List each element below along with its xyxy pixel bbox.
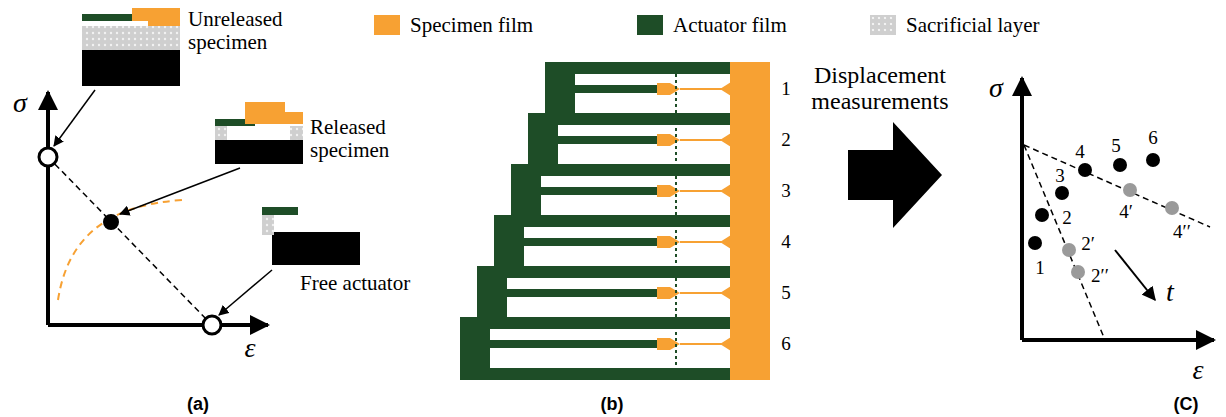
unreleased-icon <box>82 8 180 86</box>
process-label: Displacement measurements <box>795 62 965 115</box>
axis-label: ε <box>1192 355 1203 386</box>
legend-swatch <box>870 15 896 35</box>
panel-label: (a) <box>187 395 209 415</box>
comb-actuator-array <box>460 62 770 380</box>
point-label: 1 <box>1035 258 1045 279</box>
panel-c <box>1022 78 1214 340</box>
icon-caption: Released specimen <box>310 116 410 162</box>
later-points <box>1062 183 1179 279</box>
open-point <box>39 148 57 166</box>
load-line <box>1024 145 1210 227</box>
point-label: 4′′ <box>1173 222 1191 243</box>
point-label: 4′ <box>1119 202 1133 223</box>
load-line <box>48 157 212 325</box>
callout-number: 4 <box>781 232 791 253</box>
released-icon <box>215 102 303 164</box>
axis-label: σ <box>989 73 1003 104</box>
open-point <box>203 316 221 334</box>
equilibrium-point <box>103 214 119 230</box>
legend-text: Sacrificial layer <box>906 13 1040 38</box>
point-label: 3 <box>1055 166 1065 187</box>
axis-label: ε <box>244 333 255 364</box>
callout-number: 6 <box>781 334 791 355</box>
time-label: t <box>1166 277 1174 308</box>
point-label: 2′′ <box>1091 266 1109 287</box>
icon-caption: Unreleased specimen <box>188 8 300 54</box>
point-label: 4 <box>1075 142 1085 163</box>
epsilon-axis <box>1022 338 1214 342</box>
legend-text: Actuator film <box>673 13 787 38</box>
stress-strain-curve <box>58 200 182 300</box>
callout-number: 3 <box>781 181 791 202</box>
sigma-axis <box>1020 78 1024 340</box>
axis-label: σ <box>13 88 27 119</box>
panel-label: (b) <box>601 395 624 415</box>
point-label: 6 <box>1148 128 1158 149</box>
free-actuator-icon <box>262 207 360 265</box>
callout-number: 5 <box>781 283 791 304</box>
leader-arrow <box>120 168 240 214</box>
legend-swatch <box>637 15 663 35</box>
legend-entry: Sacrificial layer <box>870 14 1040 36</box>
load-line <box>1024 145 1105 340</box>
epsilon-axis <box>48 323 268 327</box>
point-label: 5 <box>1111 136 1121 157</box>
sigma-axis <box>46 92 50 325</box>
legend-entry: Actuator film <box>637 14 787 36</box>
time-arrow <box>1115 250 1155 300</box>
point-label: 2 <box>1062 208 1072 229</box>
point-label: 2′ <box>1081 234 1095 255</box>
leader-arrow <box>219 270 272 315</box>
callout-number: 1 <box>781 79 791 100</box>
legend-entry: Specimen film <box>374 14 533 36</box>
leader-arrow <box>54 90 95 146</box>
panel-label: (C) <box>1174 395 1199 415</box>
icon-caption: Free actuator <box>300 272 410 295</box>
legend-swatch <box>374 15 400 35</box>
callout-number: 2 <box>781 130 791 151</box>
legend-text: Specimen film <box>410 13 533 38</box>
process-arrow <box>848 122 942 228</box>
